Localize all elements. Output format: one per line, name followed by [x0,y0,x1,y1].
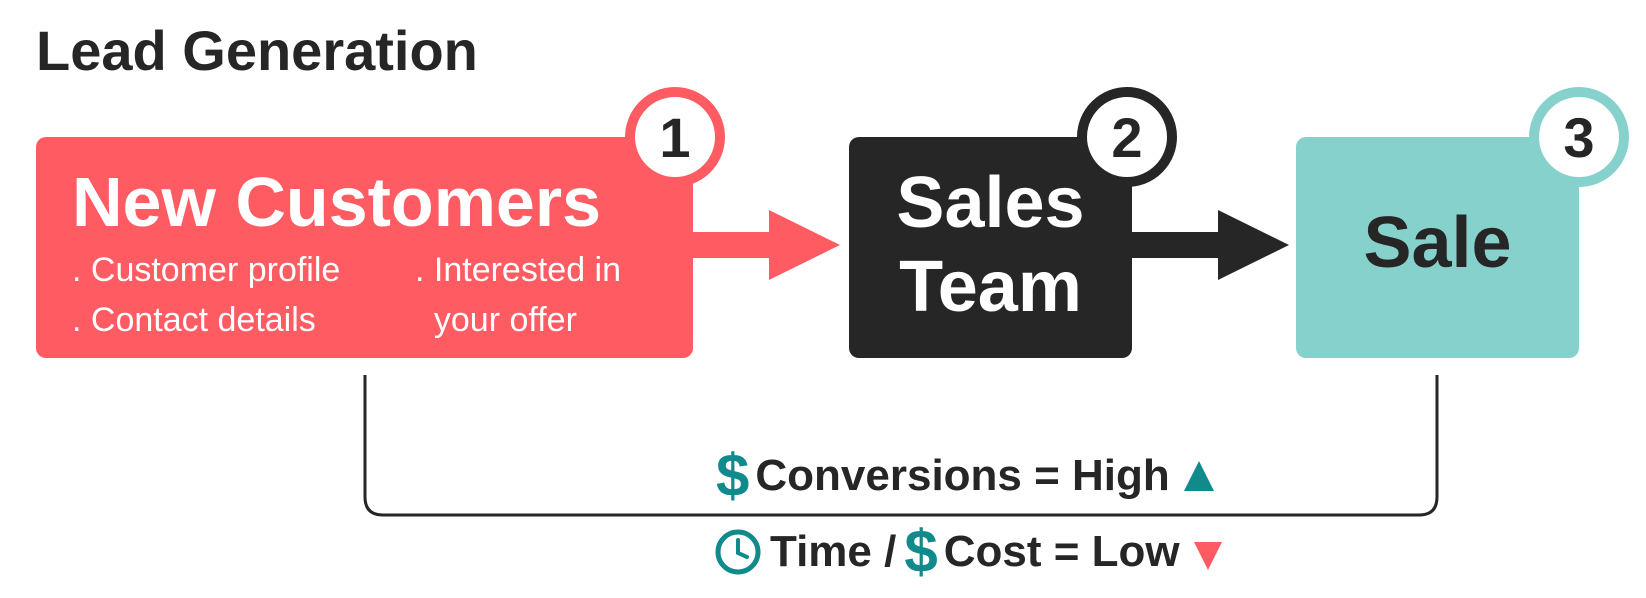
step-sales-team: Sales Team [849,137,1132,358]
trend-down-icon [1193,542,1222,570]
bullet-your-offer: your offer [415,301,577,339]
step-2-title: Sales Team [849,161,1132,329]
conversions-text: Conversions = High [755,451,1170,500]
bracket-line [363,375,1439,517]
step-2-title-line-1: Sales [896,163,1085,243]
time-text: Time / [770,527,897,576]
trend-up-icon [1183,461,1214,491]
step-2-title-line-2: Team [899,247,1082,327]
step-1-title: New Customers [72,163,602,241]
step-new-customers: New Customers . Customer profile . Conta… [36,137,693,358]
dollar-icon: $ [904,518,938,585]
cost-outcome: Time / $ Cost = Low [714,522,1222,582]
step-2-badge: 2 [1077,87,1177,187]
step-sale: Sale [1296,137,1579,358]
bullet-contact-details: . Contact details [72,301,316,339]
arrow-1-to-2 [693,210,840,280]
cost-text: Cost = Low [943,527,1180,576]
bullet-customer-profile: . Customer profile [72,251,341,289]
page-title: Lead Generation [36,19,478,82]
conversions-outcome: $ Conversions = High [716,446,1214,506]
bullet-interested: . Interested in [415,251,622,289]
arrow-2-to-3 [1132,210,1289,280]
step-3-title: Sale [1363,203,1512,283]
step-1-badge: 1 [625,87,725,187]
step-3-badge: 3 [1529,87,1629,187]
clock-icon [715,529,761,575]
dollar-icon: $ [716,442,750,509]
